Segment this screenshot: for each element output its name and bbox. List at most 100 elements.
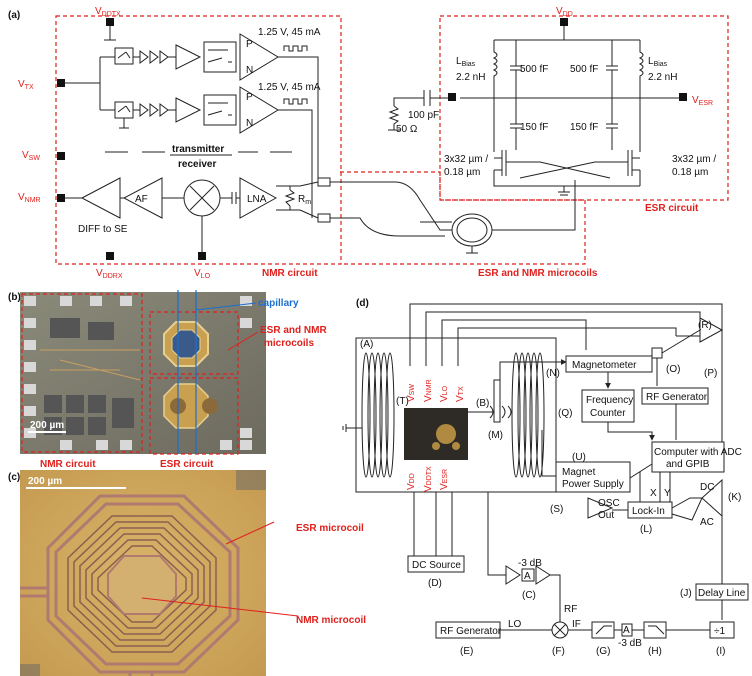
label-N: (N) — [546, 368, 560, 379]
fet-left-len: 0.18 µm — [444, 167, 480, 178]
label-O: (O) — [666, 364, 680, 375]
vsw-pin — [57, 152, 65, 160]
chip-pins-bottom: VDD VDDTX VESR — [406, 466, 450, 492]
panel-a: (a) VDDTX VDD VTX VSW VNMR VDDRX VLO VES… — [8, 6, 729, 280]
label-F: (F) — [552, 646, 565, 657]
fet-right — [627, 98, 641, 186]
label-K: (K) — [728, 492, 741, 503]
att1-label: -3 dB — [518, 558, 542, 569]
capillary-lines — [177, 290, 197, 454]
fet-right-size: 3x32 µm / — [672, 154, 716, 165]
pulse-bottom-label: 1.25 V, 45 mA — [258, 82, 321, 93]
esr-microcoil-traces — [46, 494, 240, 674]
delay-label: Delay Line — [698, 588, 746, 599]
amp-S — [587, 497, 614, 519]
magnet-power-supply — [555, 461, 631, 493]
diff-se-label: DIFF to SE — [78, 224, 128, 235]
hall-probe — [493, 379, 501, 423]
amp-R — [699, 317, 724, 343]
divider-I — [709, 621, 735, 639]
b-esr-nmr-label-1: ESR and NMR — [260, 325, 327, 336]
switch-O — [651, 347, 663, 359]
esr-microcoil-label: ESR microcoil — [296, 523, 364, 534]
pulse-top-label: 1.25 V, 45 mA — [258, 27, 321, 38]
rx-switch-top — [317, 177, 331, 187]
label-B: (B) — [476, 398, 489, 409]
vnmr-pin — [57, 194, 65, 202]
cap-150-right — [606, 98, 618, 150]
pin-vsw: VSW — [406, 384, 417, 402]
label-P: (P) — [704, 368, 717, 379]
cap100-label: 100 pF — [408, 110, 439, 121]
b-esr-nmr-label-2: microcoils — [264, 338, 314, 349]
cap150-right-label: 150 fF — [570, 122, 598, 133]
esr-out-pin — [448, 93, 456, 101]
dc-source-label: DC Source — [412, 560, 461, 571]
pa-bottom-n: N — [246, 118, 253, 129]
vlo-pin — [198, 252, 206, 260]
label-S: (S) — [550, 504, 563, 515]
vesr-pin — [679, 93, 687, 101]
label-D: (D) — [428, 578, 442, 589]
vddrx-label: VDDRX — [96, 268, 123, 280]
ac-couple-cap — [220, 192, 240, 204]
panel-c: (c) 200 µm ESR microcoil NMR microcoil — [8, 470, 366, 676]
pulse-top-icon — [283, 45, 308, 52]
res50-label: 50 Ω — [396, 124, 418, 135]
magnetometer-label: Magnetometer — [572, 360, 637, 371]
tx-mux-top — [203, 41, 237, 73]
lo-label: LO — [508, 619, 522, 630]
att2-a-label: A — [623, 625, 630, 636]
b-coil-box — [149, 311, 239, 375]
nmr-circuit-box — [55, 15, 342, 265]
magps-label-1: Magnet — [562, 467, 596, 478]
filter-G — [591, 621, 615, 639]
panel-a-label: (a) — [8, 10, 20, 21]
label-T: (T) — [396, 396, 409, 407]
res-50 — [388, 105, 400, 131]
tx-pa-bottom — [239, 86, 279, 134]
vddtx-pin — [106, 18, 114, 26]
cap-100p — [393, 90, 450, 106]
pin-vlo: VLO — [439, 385, 450, 402]
panel-b: (b) capillary — [8, 290, 327, 470]
microcoil-icon — [451, 213, 493, 247]
if-label: IF — [572, 619, 581, 630]
pin-vesr: VESR — [439, 469, 450, 490]
lbias-right — [638, 40, 679, 99]
div-label: ÷1 — [714, 626, 725, 637]
tx-switch-top — [114, 47, 134, 65]
filter-H — [643, 621, 667, 639]
rf-generator-e-label: RF Generator — [440, 626, 502, 637]
cap-500-left — [510, 40, 522, 98]
rm-resistor — [284, 189, 296, 207]
pin-vtx: VTX — [455, 386, 466, 402]
cap-500-right — [606, 40, 618, 98]
pin-vdd: VDD — [406, 473, 417, 490]
fet-left — [493, 98, 640, 187]
vdd-pin — [560, 18, 568, 26]
vddrx-pin — [106, 252, 114, 260]
amp-C2 — [535, 565, 551, 585]
fet-right-len: 0.18 µm — [672, 167, 708, 178]
tx-mux-bottom — [203, 94, 237, 126]
label-E: (E) — [460, 646, 473, 657]
chip-circuits — [44, 318, 134, 435]
rf-label: RF — [564, 604, 577, 615]
rf-generator-p — [641, 387, 709, 405]
lna-amp — [239, 177, 278, 219]
computer-label-1: Computer with ADC — [654, 447, 742, 458]
magnetometer-box — [565, 355, 653, 373]
magnet-coils — [361, 352, 545, 478]
lbias-right-label: LBias — [648, 56, 668, 68]
capillary-label: capillary — [258, 298, 299, 309]
freq-label-1: Frequency — [586, 395, 633, 406]
vtx-split-wire — [65, 56, 115, 111]
lbias-left-label: LBias — [456, 56, 476, 68]
rf-generator-p-label: RF Generator — [646, 392, 708, 403]
c-scale-label: 200 µm — [28, 476, 62, 487]
computer-box — [651, 441, 725, 473]
b-nmr-label: NMR circuit — [40, 459, 96, 470]
tx-driver-top — [175, 44, 202, 70]
label-J: (J) — [680, 588, 692, 599]
